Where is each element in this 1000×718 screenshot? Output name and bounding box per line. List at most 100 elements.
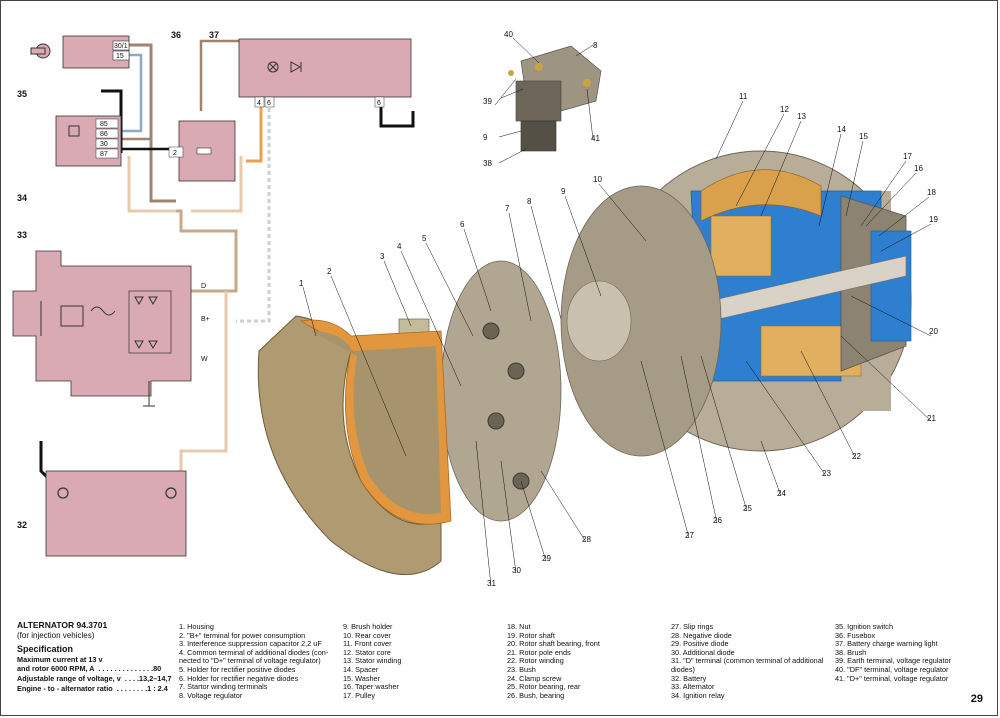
legend-item: 24. Clamp screw [507, 673, 562, 683]
callout-23: 23 [822, 469, 831, 478]
legend-column-1: 1. Housing 2. "B+" terminal for power co… [179, 622, 328, 700]
legend-item: 8. Voltage regulator [179, 690, 243, 700]
callout-9: 9 [561, 187, 566, 196]
callout-31: 31 [487, 579, 496, 588]
leader-line [680, 355, 718, 524]
legend-column-3: 18. Nut 19. Rotor shaft 20. Rotor shaft … [507, 622, 600, 700]
leader-line [880, 223, 932, 252]
label-36: 36 [171, 30, 181, 40]
legend-column-5: 35. Ignition switch 36. Fusebox 37. Batt… [835, 622, 952, 683]
spec-line: Engine - to - alternator ratio . . . . .… [17, 683, 168, 693]
ignition-switch: 30/1 15 35 [17, 35, 130, 99]
callout-18: 18 [927, 188, 936, 197]
battery-charge-warning-light: 4 6 6 37 [209, 30, 412, 108]
callout-12: 12 [780, 105, 789, 114]
spec-line: and rotor 6000 RPM, A . . . . . . . . . … [17, 664, 162, 674]
alt-terminal-w: W [201, 356, 208, 363]
callout-21: 21 [927, 414, 936, 423]
legend-item: 19. Rotor shaft [507, 630, 555, 640]
legend-item: 34. Ignition relay [671, 690, 725, 700]
leader-line [760, 440, 782, 497]
legend-item: 5. Holder for rectifier positive diodes [179, 664, 296, 674]
leader-line [512, 37, 540, 64]
legend-item: 2. "B+" terminal for power consumption [179, 630, 306, 640]
legend-column-2: 9. Brush holder 10. Rear cover 11. Front… [343, 622, 402, 700]
legend-item: 33. Alternator [671, 682, 715, 692]
relay-terminal-85: 85 [100, 121, 108, 128]
callouts [302, 37, 932, 587]
legend-item: 15. Washer [343, 673, 381, 683]
legend-item: 13. Stator winding [343, 656, 402, 666]
wire [121, 53, 143, 133]
legend-item: 40. "DF" terminal, voltage regulator [835, 664, 949, 674]
legend-item: 27. Slip rings [671, 622, 714, 631]
legend-item: 23. Bush [507, 664, 536, 674]
leader-line [745, 360, 827, 477]
legend-item: 35. Ignition switch [835, 622, 894, 631]
legend-item: 31. "D" terminal (common terminal of add… [671, 656, 824, 666]
leader-line [508, 212, 532, 322]
leader-line [700, 355, 748, 512]
alt-terminal-d: D [201, 283, 206, 290]
label-33: 33 [17, 230, 27, 240]
legend-item: 10. Rear cover [343, 630, 391, 640]
switch-terminal-30-1: 30/1 [114, 43, 128, 50]
callout-17: 17 [903, 152, 912, 161]
battery: 32 [17, 470, 187, 557]
legend-item: diodes) [671, 664, 695, 674]
legend-item: 6. Holder for rectifier negative diodes [179, 673, 299, 683]
callout-29: 29 [542, 554, 551, 563]
legend-item: 29. Positive diode [671, 639, 729, 649]
callout-6: 6 [460, 220, 465, 229]
leader-line [760, 120, 802, 217]
legend-item: 3. Interference suppression capacitor 2,… [179, 639, 322, 649]
switch-terminal-15: 15 [116, 53, 124, 60]
legend-item: 11. Front cover [343, 639, 392, 649]
wire [176, 209, 238, 293]
leader-line [598, 183, 647, 242]
legend-item: 26. Bush, bearing [507, 690, 565, 700]
label-32: 32 [17, 520, 27, 530]
callout-4: 4 [397, 242, 402, 251]
callout-27: 27 [685, 531, 694, 540]
legend-item: 12. Stator core [343, 647, 391, 657]
wire [199, 39, 241, 111]
callout-15: 15 [859, 132, 868, 141]
callout-14: 14 [837, 125, 846, 134]
legend-item: 25. Rotor bearing, rear [507, 682, 581, 692]
callout-16: 16 [914, 164, 923, 173]
ignition-relay: 85 86 30 87 34 [17, 115, 122, 203]
legend-item: 18. Nut [507, 622, 531, 631]
legend-item: 39. Earth terminal, voltage regulator [835, 656, 952, 666]
lamp-terminal-4: 4 [257, 100, 261, 107]
label-37: 37 [209, 30, 219, 40]
lamp-terminal-6: 6 [267, 100, 271, 107]
callout-22: 22 [852, 452, 861, 461]
callout-11: 11 [739, 92, 748, 101]
leader-line [540, 470, 587, 543]
leader-line [865, 172, 917, 227]
legend-item: 1. Housing [179, 622, 214, 631]
legend-item: 30. Additional diode [671, 647, 735, 657]
diagram-title: ALTERNATOR 94.3701 [17, 620, 108, 630]
callout-20: 20 [929, 327, 938, 336]
legend-item: 38. Brush [835, 647, 867, 657]
alternator-schematic: D B+ W 33 [12, 230, 210, 407]
specification-block: ALTERNATOR 94.3701 (for injection vehicl… [17, 620, 177, 693]
leader-line [330, 275, 407, 457]
legend-item: nected to "D+" terminal of voltage regul… [179, 656, 321, 666]
leader-line [640, 360, 690, 539]
leader-line [425, 242, 474, 337]
spec-line: Adjustable range of voltage, v . . . .13… [17, 673, 172, 683]
legend-item: 37. Battery charge warning light [835, 639, 938, 649]
callout-25: 25 [743, 504, 752, 513]
callout-9-regulator: 9 [483, 133, 488, 142]
leader-line [520, 480, 547, 562]
wire [127, 156, 176, 213]
leader-line [383, 260, 412, 327]
callout-8: 8 [527, 197, 532, 206]
spec-line: Maximum current at 13 v [17, 654, 103, 664]
callout-3: 3 [380, 252, 385, 261]
callout-8-regulator: 8 [593, 41, 598, 50]
